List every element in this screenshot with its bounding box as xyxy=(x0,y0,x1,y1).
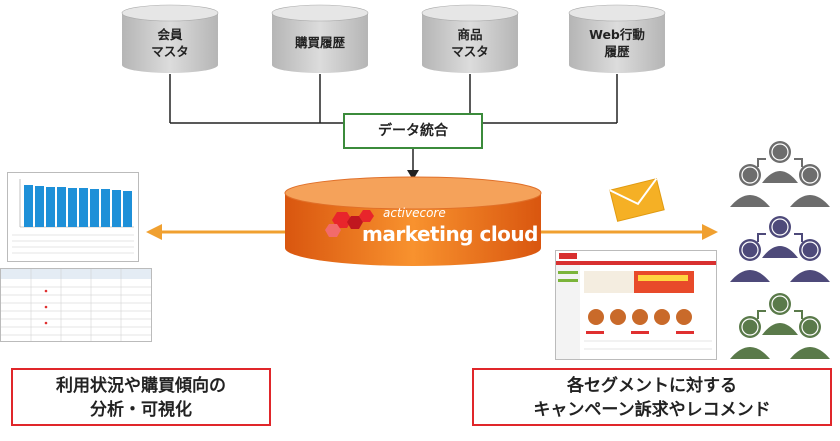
source-label-line: マスタ xyxy=(151,44,189,59)
analytics-table-panel xyxy=(0,268,152,342)
person-group-icon xyxy=(730,141,830,207)
source-label-line: 購買履歴 xyxy=(294,35,345,50)
source-label-line: 履歴 xyxy=(604,44,630,59)
data-integration-box: データ統合 xyxy=(343,113,483,149)
analysis-caption-line-1: 利用状況や購買傾向の xyxy=(56,376,226,396)
marketing-cloud-cylinder xyxy=(284,176,542,266)
campaign-caption-line-2: キャンペーン訴求やレコメンド xyxy=(533,400,771,420)
table-thumbnail xyxy=(1,269,151,341)
hub-brand-main: marketing cloud xyxy=(362,222,538,246)
source-cylinder-3: 商品マスタ xyxy=(421,4,519,74)
person-group-icon xyxy=(730,293,830,359)
source-label: 購買履歴 xyxy=(271,34,369,51)
source-label: Web行動履歴 xyxy=(568,26,666,60)
campaign-caption-line-1: 各セグメントに対する xyxy=(567,376,737,396)
envelope-icon xyxy=(609,178,665,222)
source-cylinder-2: 購買履歴 xyxy=(271,4,369,74)
web-campaign-screenshot xyxy=(555,250,717,360)
analysis-caption-box: 利用状況や購買傾向の 分析・可視化 xyxy=(11,368,271,426)
source-label-line: 商品 xyxy=(457,27,483,42)
source-cylinder-4: Web行動履歴 xyxy=(568,4,666,74)
analytics-chart-panel xyxy=(7,172,139,262)
analysis-caption-line-2: 分析・可視化 xyxy=(90,400,192,420)
source-label: 商品マスタ xyxy=(421,26,519,60)
hub-brand-small: activecore xyxy=(383,206,446,220)
source-cylinder-1: 会員マスタ xyxy=(121,4,219,74)
web-page-thumbnail xyxy=(556,251,716,359)
hub-logo-mark xyxy=(325,210,374,237)
campaign-caption-box: 各セグメントに対する キャンペーン訴求やレコメンド xyxy=(472,368,832,426)
source-label-line: Web行動 xyxy=(589,27,645,42)
source-label-line: マスタ xyxy=(451,44,489,59)
source-label-line: 会員 xyxy=(157,27,183,42)
person-group-icon xyxy=(730,216,830,282)
source-label: 会員マスタ xyxy=(121,26,219,60)
bar-chart-thumbnail xyxy=(12,179,134,254)
